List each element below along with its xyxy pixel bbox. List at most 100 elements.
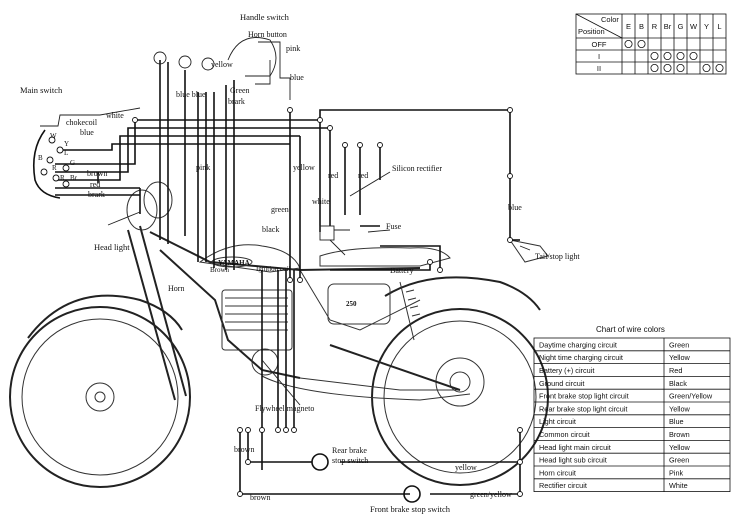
label-yellow-bottom: yellow <box>455 463 477 472</box>
wire-chart-circuit: Night time charging circuit <box>539 353 623 362</box>
label-red-mid: red <box>328 171 338 180</box>
wire-chart-color: Brown <box>669 430 690 439</box>
label-brown-bottom: brown <box>234 445 254 454</box>
label-ignition-coil: Ignition coil <box>256 265 290 273</box>
switch-table-connection-mark <box>715 64 724 73</box>
wire-chart-color: Green <box>669 340 689 349</box>
label-battery: Battery <box>390 266 414 275</box>
label-tail-stop-light: Tail/stop light <box>535 252 580 261</box>
label-white-mid: white <box>312 197 330 206</box>
label-term-w: W <box>50 132 57 140</box>
wire-chart-color: Black <box>669 379 687 388</box>
label-pink-mid: pink <box>196 163 210 172</box>
switch-table-color-header: L <box>717 22 721 31</box>
label-white-main: white <box>106 111 124 120</box>
label-rear-brake-line2: stop switch <box>332 456 368 465</box>
label-green-yellow-bottom: green/yellow <box>470 490 512 499</box>
switch-table-connection-mark <box>689 52 698 61</box>
rear-wheel <box>371 308 549 486</box>
wire-chart-color: White <box>669 481 688 490</box>
label-horn-button: Horn button <box>248 30 287 39</box>
front-brake-switch <box>403 485 421 503</box>
label-handle-switch: Handle switch <box>240 12 290 22</box>
label-horn: Horn <box>168 284 184 293</box>
label-blue-right: blue <box>508 203 522 212</box>
wire-chart-color: Red <box>669 366 682 375</box>
front-wheel <box>9 306 191 488</box>
wire-chart-title: Chart of wire colors <box>596 325 665 334</box>
wire-chart-color: Blue <box>669 417 684 426</box>
label-head-light: Head light <box>94 242 130 252</box>
switch-table-connection-mark <box>650 64 659 73</box>
wire-chart-circuit: Rectifier circuit <box>539 481 587 490</box>
switch-table-connection-mark <box>624 39 633 48</box>
wire-chart-circuit: Light circuit <box>539 417 576 426</box>
switch-table-connection-mark <box>663 64 672 73</box>
label-blue-main: blue <box>80 128 94 137</box>
switch-table-connection-mark <box>663 52 672 61</box>
wire-chart-circuit: Common circuit <box>539 430 590 439</box>
switch-table-corner-top: Color <box>601 15 619 24</box>
wire-chart-color: Pink <box>669 468 684 477</box>
label-term-br: Br <box>70 174 78 182</box>
switch-table-position: II <box>597 64 601 73</box>
wire-chart-color: Green/Yellow <box>669 392 713 401</box>
label-brark-main: brark <box>88 190 105 199</box>
wire-chart-circuit: Battery (+) circuit <box>539 366 594 375</box>
motorcycle-drawing: 250 <box>9 181 549 488</box>
wire-chart-color: Yellow <box>669 443 691 452</box>
wire-chart-color: Yellow <box>669 353 691 362</box>
switch-table-position: OFF <box>592 40 607 49</box>
label-pink-top: pink <box>286 44 300 53</box>
label-fuse: Fuse <box>386 222 402 231</box>
switch-table-color-header: R <box>652 22 658 31</box>
diagram-labels: Handle switch Horn button pink blue yell… <box>20 12 580 514</box>
label-silicon-rectifier: Silicon rectifier <box>392 164 442 173</box>
switch-table-color-header: G <box>678 22 684 31</box>
switch-table-connection-mark <box>702 64 711 73</box>
wire-chart-color: Yellow <box>669 404 691 413</box>
wiring-harness <box>32 37 531 503</box>
label-term-r: R <box>52 164 57 172</box>
label-term-g: G <box>70 159 75 167</box>
switch-table-color-header: Y <box>704 22 709 31</box>
switch-table-connection-mark <box>637 39 646 48</box>
wire-chart-circuit: Rear brake stop light circuit <box>539 404 627 413</box>
label-blue-blue: blue blue <box>176 90 206 99</box>
label-blue-top: blue <box>290 73 304 82</box>
label-brark-top: brark <box>228 97 245 106</box>
wire-chart-circuit: Head light main circuit <box>539 443 611 452</box>
wire-chart-circuit: Front brake stop light circuit <box>539 392 629 401</box>
label-term-y: Y <box>64 140 69 148</box>
label-flywheel-magneto: Flywheel magneto <box>255 404 314 413</box>
label-chokecoil: chokecoil <box>66 118 98 127</box>
label-brown-main: brown <box>87 169 107 178</box>
label-main-switch: Main switch <box>20 85 63 95</box>
label-yamaha: YAMAHA <box>218 259 250 267</box>
label-red-main: red <box>90 180 100 189</box>
label-front-brake-switch: Front brake stop switch <box>370 504 451 514</box>
label-yellow-mid: yellow <box>293 163 315 172</box>
label-brown-mid: Brown <box>210 266 230 274</box>
switch-table-connection-mark <box>676 64 685 73</box>
rear-brake-switch <box>311 453 329 471</box>
wire-color-chart: Chart of wire colors Daytime charging ci… <box>533 325 731 493</box>
switch-table-color-header: Br <box>664 22 672 31</box>
label-term-l: L <box>64 149 68 157</box>
switch-table-position: I <box>598 52 600 61</box>
switch-table-corner-bottom: Position <box>578 27 605 36</box>
wire-chart-circuit: Head light sub circuit <box>539 456 607 465</box>
label-term-r2: R <box>60 174 65 182</box>
switch-table-connection-mark <box>676 52 685 61</box>
label-term-b: B <box>38 154 43 162</box>
wire-chart-circuit: Horn circuit <box>539 468 576 477</box>
label-green: Green <box>230 86 250 95</box>
wire-chart-circuit: Ground circuit <box>539 379 584 388</box>
label-black-mid: black <box>262 225 279 234</box>
wire-chart-circuit: Daytime charging circuit <box>539 340 617 349</box>
switch-table-connection-mark <box>650 52 659 61</box>
label-rear-brake-line1: Rear brake <box>332 446 367 455</box>
switch-table-color-header: W <box>690 22 698 31</box>
